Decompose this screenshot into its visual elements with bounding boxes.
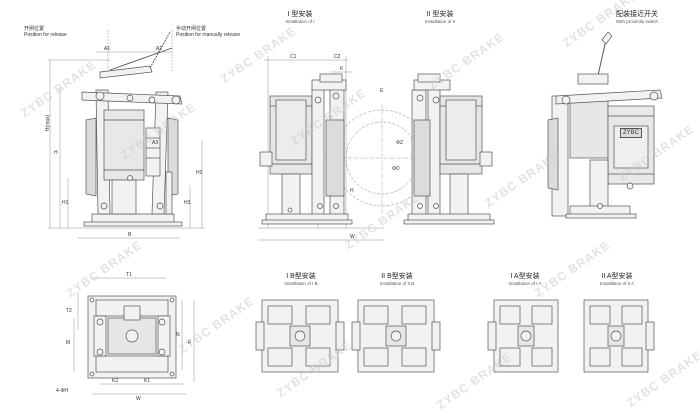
dim-K1: K1 xyxy=(144,378,151,384)
installation-IA-drawing xyxy=(487,299,559,373)
dim-T1: T1 xyxy=(126,272,132,278)
dim-B: B xyxy=(128,232,132,238)
installation-IIB-drawing xyxy=(351,299,441,373)
installation-IB-drawing xyxy=(255,299,345,373)
dim-C1: C1 xyxy=(290,54,297,60)
installation-IIB-caption: II B型安装 Installation of II B xyxy=(379,273,415,286)
dim-H3: H3 xyxy=(184,200,191,206)
installation-IIA-drawing xyxy=(583,299,655,373)
dim-diameter-Z: ΦZ xyxy=(396,140,404,146)
side-view-drawing xyxy=(48,30,205,239)
dim-H1: H1 xyxy=(62,200,69,206)
dim-T2: T2 xyxy=(66,308,72,314)
dim-H: H xyxy=(54,150,58,156)
dim-H-install: H xyxy=(350,188,354,194)
dim-A3: A3 xyxy=(152,140,159,146)
dim-N: N xyxy=(176,332,180,338)
installation-I-caption: I 型安装 Installation of I xyxy=(285,11,315,24)
dim-E: E xyxy=(380,88,384,94)
manual-release-position-label: 手动开闸位置 Position for manually release xyxy=(176,26,241,38)
release-position-label: 开闸位置 Position for release xyxy=(24,26,67,38)
installation-IB-caption: I B型安装 Installation of I B xyxy=(284,273,318,286)
dim-K2: K2 xyxy=(112,378,119,384)
dim-H-max: H(max) xyxy=(45,114,52,132)
installation-I-drawing xyxy=(258,56,446,241)
dim-H2: H2 xyxy=(196,170,203,176)
dim-W-install: W xyxy=(350,234,355,240)
dim-F: F xyxy=(188,340,192,346)
installation-IIA-caption: II A型安装 Installation of II A xyxy=(599,273,635,286)
dim-C2: C2 xyxy=(334,54,341,60)
dim-W-bottom: W xyxy=(136,396,141,402)
dim-K: K xyxy=(340,66,344,72)
dim-A1: A1 xyxy=(104,46,111,52)
bottom-view-drawing xyxy=(73,277,195,395)
installation-II-caption: II 型安装 Installation of II xyxy=(424,11,456,24)
proximity-switch-caption: 配装接近开关 With proximity switch xyxy=(615,11,658,24)
dim-M: M xyxy=(66,340,71,346)
dim-diameter-D: ΦD xyxy=(392,166,400,172)
installation-II-drawing xyxy=(403,73,495,225)
dim-A2: A2 xyxy=(156,46,163,52)
installation-IA-caption: I A型安装 Installation of I A xyxy=(508,273,542,286)
dim-4-holes: 4-ΦH xyxy=(56,388,69,394)
proximity-switch-drawing xyxy=(547,31,663,219)
nameplate-logo: ZYBC xyxy=(620,128,643,138)
